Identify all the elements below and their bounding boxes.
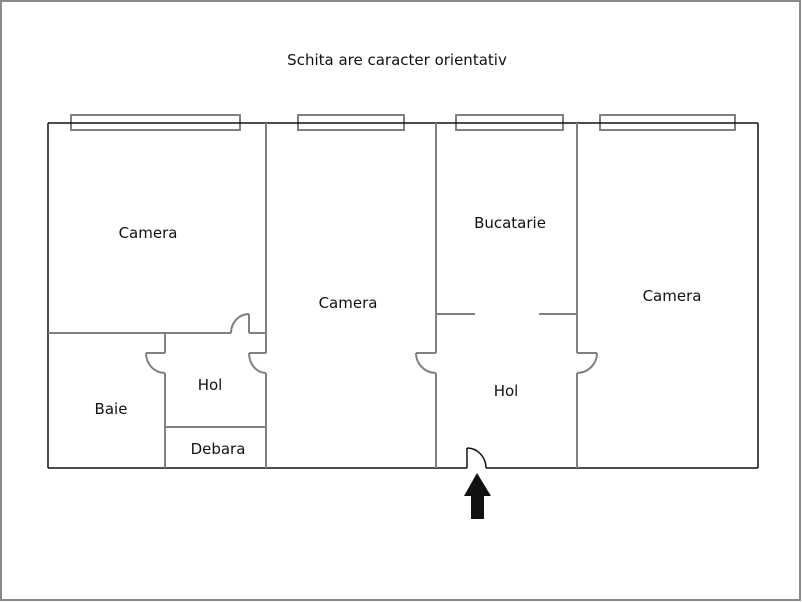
outer-walls: [47, 122, 759, 469]
door-436-swing: [415, 352, 437, 374]
door-165-swing: [145, 352, 166, 374]
room-label-camera-2: Camera: [319, 294, 378, 312]
room-label-bucatarie: Bucatarie: [474, 214, 546, 232]
room-label-camera-1: Camera: [119, 224, 178, 242]
room-label-baie: Baie: [95, 400, 128, 418]
door-577-swing: [576, 352, 598, 374]
room-label-debara: Debara: [191, 440, 246, 458]
inner-walls: [48, 123, 598, 468]
room-label-hol-2: Hol: [494, 382, 519, 400]
room-label-hol-1: Hol: [198, 376, 223, 394]
room-label-camera-3: Camera: [643, 287, 702, 305]
plan-title: Schita are caracter orientativ: [287, 51, 507, 69]
arrow-up-icon: [464, 473, 491, 519]
entrance-door-swing: [466, 447, 487, 469]
door-333-swing: [230, 313, 250, 334]
door-266-swing: [248, 352, 267, 374]
